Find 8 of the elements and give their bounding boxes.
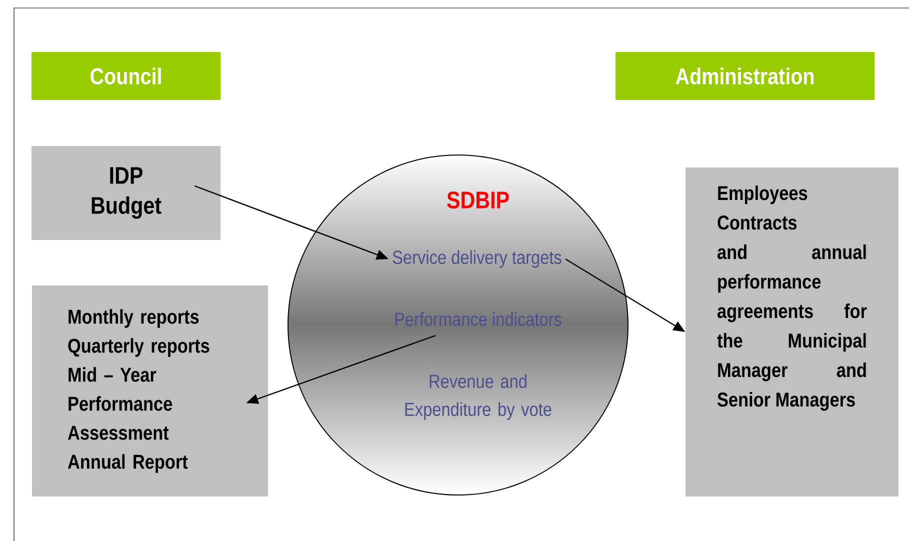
heading-band: Council bbox=[32, 52, 220, 100]
report-box: Monthly reports Quarterly reports Mid – Year Performance Assessment Annual Report bbox=[32, 286, 268, 496]
circle-text: Revenue and Expenditure by vote bbox=[405, 374, 552, 420]
heading-band: Administration bbox=[616, 52, 874, 100]
circle-text: Service delivery targets bbox=[392, 250, 562, 268]
circle-text: Performance indicators bbox=[395, 312, 562, 326]
contract-box: Employees Contracts and annual performance agreements for the Municipal Manager and Senior Managers bbox=[686, 168, 899, 496]
input-box: IDP Budget bbox=[32, 146, 220, 240]
